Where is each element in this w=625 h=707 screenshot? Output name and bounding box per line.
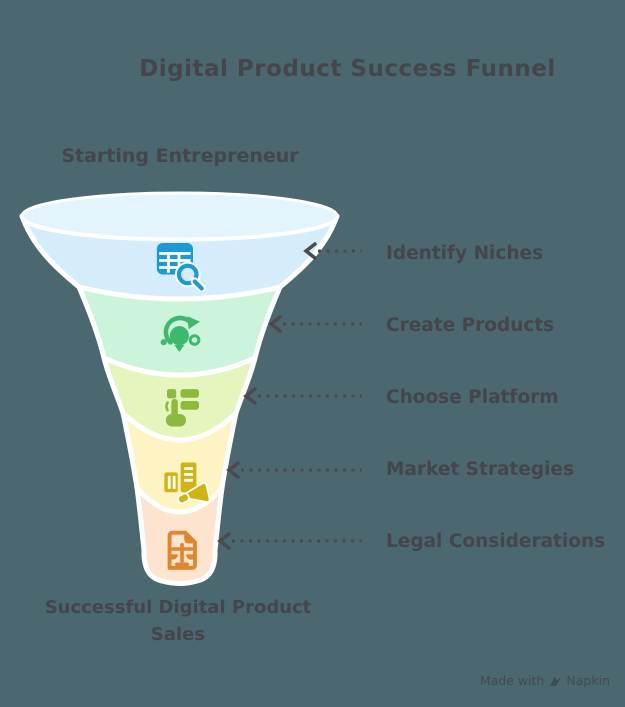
connector-arrow-2 xyxy=(268,315,362,333)
watermark: Made with Napkin xyxy=(480,673,610,688)
table-search-icon xyxy=(156,243,206,292)
watermark-brand: Napkin xyxy=(566,673,610,688)
connector-arrow-3 xyxy=(243,387,362,405)
stage-label-legal-considerations: Legal Considerations xyxy=(386,531,606,552)
stage-label-market-strategies: Market Strategies xyxy=(386,459,574,480)
funnel-top-label: Starting Entrepreneur xyxy=(61,145,299,167)
watermark-prefix: Made with xyxy=(479,673,545,688)
connector-arrow-5 xyxy=(217,532,362,550)
napkin-logo-icon xyxy=(550,675,562,686)
stage-label-choose-platform: Choose Platform xyxy=(386,387,559,408)
connector-arrow-4 xyxy=(226,461,362,479)
funnel-mouth xyxy=(20,191,339,241)
hand-select-list-icon xyxy=(165,389,199,427)
page-title: Digital Product Success Funnel xyxy=(139,56,556,82)
lightbulb-cycle-icon xyxy=(160,315,201,352)
funnel-bottom-label: Successful Digital Product Sales xyxy=(44,597,312,645)
stage-label-create-products: Create Products xyxy=(386,315,555,336)
building-megaphone-icon xyxy=(164,462,211,505)
connector-arrow-1 xyxy=(303,242,362,260)
stage-label-identify-niches: Identify Niches xyxy=(386,243,544,264)
document-scales-icon xyxy=(167,530,197,570)
